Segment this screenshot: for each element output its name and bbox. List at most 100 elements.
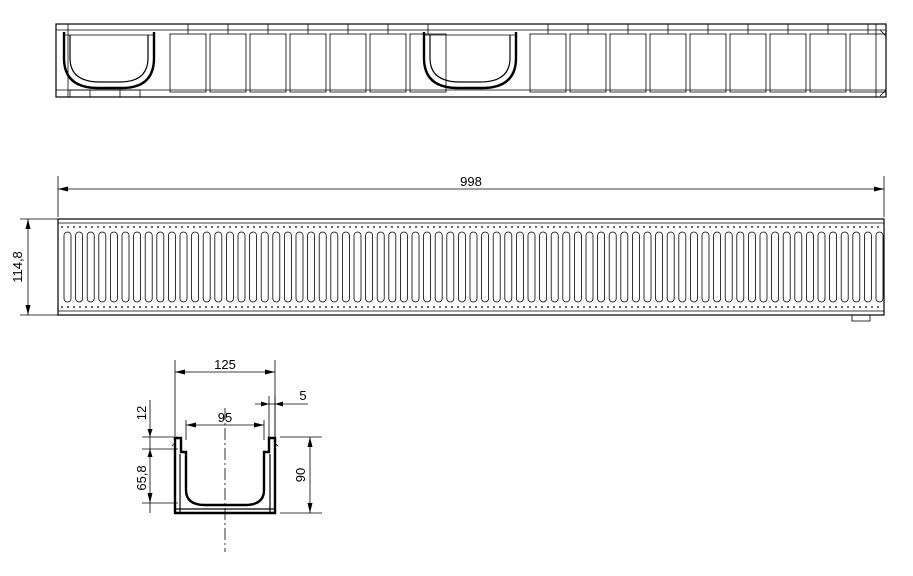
- inner-width-label: 95: [218, 410, 232, 425]
- grating-slot: [527, 231, 536, 303]
- cross-section-view: 125 95 5 12 65,8 90: [134, 357, 322, 552]
- side-rib: [369, 33, 407, 93]
- grating-slot: [144, 231, 153, 303]
- grating-slot: [678, 231, 687, 303]
- grating-slot: [864, 231, 872, 303]
- grating-slot: [423, 231, 432, 303]
- grating-slot: [167, 231, 176, 303]
- grating-slot: [469, 231, 478, 303]
- side-rib: [209, 33, 247, 93]
- height-dimension-label: 114,8: [10, 251, 25, 283]
- side-rib: [769, 33, 807, 93]
- grating-slot: [376, 231, 385, 303]
- grating-slot: [666, 231, 675, 303]
- grating-slot: [829, 231, 837, 303]
- grating-slot: [341, 231, 350, 303]
- grating-slot: [701, 231, 710, 303]
- grating-slot: [852, 231, 861, 303]
- outer-width-label: 125: [214, 357, 236, 372]
- grating-slot: [875, 231, 884, 303]
- side-rib: [689, 33, 727, 93]
- grating-slot: [585, 231, 594, 303]
- rim-height-label: 12: [134, 406, 149, 420]
- grating-slot: [272, 231, 281, 303]
- grating-slot: [283, 231, 292, 303]
- grating-slot: [794, 231, 803, 303]
- grating-dot-pattern: [61, 226, 879, 308]
- grating-slot: [98, 231, 107, 303]
- grating-slot: [202, 231, 211, 303]
- grating-slot: [620, 231, 629, 303]
- side-rib: [329, 33, 367, 93]
- grating-slot: [643, 231, 652, 303]
- side-rib: [569, 33, 607, 93]
- length-dimension-label: 998: [460, 174, 482, 189]
- grating-slot: [110, 231, 118, 303]
- channel-profile-middle: [422, 32, 518, 90]
- grating-slot: [492, 231, 501, 303]
- grating-slot: [86, 231, 95, 303]
- grating-slot: [736, 231, 745, 303]
- grating-slot: [365, 231, 374, 303]
- grating-slot: [399, 231, 408, 303]
- grating-slot: [632, 231, 640, 303]
- grating-slot: [249, 231, 258, 303]
- grating-slot: [597, 231, 605, 303]
- side-ribs: [169, 24, 887, 93]
- grating-slot: [713, 231, 721, 303]
- grating-slot: [481, 231, 490, 303]
- side-elevation-view: [55, 23, 887, 98]
- side-rib: [169, 33, 207, 93]
- grating-slot: [330, 231, 339, 303]
- side-rib: [249, 33, 287, 93]
- grating-outline: [57, 218, 885, 316]
- grating-slot: [388, 231, 397, 303]
- grating-slot: [748, 231, 756, 303]
- channel-depth-label: 65,8: [134, 465, 149, 490]
- side-rib: [849, 33, 887, 93]
- grating-slot: [446, 231, 455, 303]
- grating-slot: [771, 231, 779, 303]
- grating-slot: [214, 231, 223, 303]
- channel-section-outline: [173, 436, 277, 515]
- grating-slot: [562, 231, 571, 303]
- grating-slot: [550, 231, 559, 303]
- side-rib: [289, 33, 327, 93]
- grating-slot: [225, 231, 234, 303]
- side-rib: [609, 33, 647, 93]
- grating-slot: [516, 231, 524, 303]
- grating-slot: [504, 231, 513, 303]
- grating-slot: [353, 231, 362, 303]
- grating-slot: [133, 231, 142, 303]
- grating-slot: [817, 231, 826, 303]
- grating-slot: [318, 231, 327, 303]
- grating-slot: [690, 231, 698, 303]
- grating-slot: [655, 231, 663, 303]
- grating-slot: [260, 231, 269, 303]
- grating-slot: [782, 231, 791, 303]
- grating-slot: [840, 231, 849, 303]
- grating-slot: [806, 231, 814, 303]
- grating-slot: [457, 231, 466, 303]
- channel-profile-left: [62, 32, 156, 90]
- side-rib: [529, 33, 567, 93]
- wall-thickness-label: 5: [299, 388, 306, 403]
- side-rib: [729, 33, 767, 93]
- grating-slot: [724, 231, 733, 303]
- grating-slot: [237, 231, 246, 303]
- grating-slot: [608, 231, 617, 303]
- plan-view: 998 114,8: [10, 174, 885, 322]
- grating-slot: [179, 231, 188, 303]
- grating-slot: [759, 231, 768, 303]
- side-rib: [809, 33, 847, 93]
- grating-slot: [75, 231, 83, 303]
- grating-slot: [434, 231, 443, 303]
- grating-slot: [156, 231, 165, 303]
- total-depth-label: 90: [293, 468, 308, 482]
- grating-slot: [574, 231, 582, 303]
- grating-slot: [121, 231, 130, 303]
- grating-slot: [295, 231, 304, 303]
- grating-slot: [411, 231, 420, 303]
- grating-slot: [307, 231, 316, 303]
